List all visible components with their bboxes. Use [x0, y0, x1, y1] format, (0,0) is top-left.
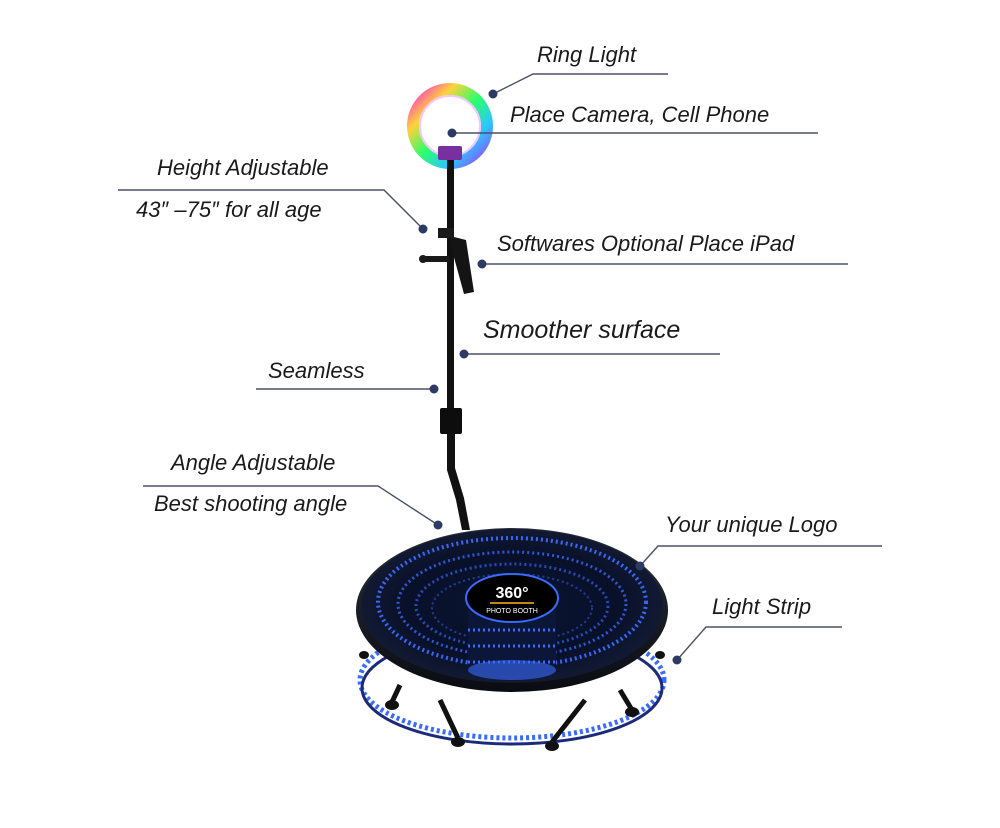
logo-text: PHOTO BOOTH: [486, 608, 538, 615]
callout-dots: [418, 89, 682, 665]
label-place-ipad: Softwares Optional Place iPad: [497, 231, 795, 256]
stand-pole: [419, 160, 474, 530]
label-angle-adjustable: Angle Adjustable: [171, 450, 336, 475]
label-height-adjustable: Height Adjustable: [157, 155, 329, 180]
label-unique-logo: Your unique Logo: [665, 512, 838, 537]
label-place-camera: Place Camera, Cell Phone: [510, 102, 770, 127]
ring-light: [407, 83, 493, 169]
logo-number: 360°: [495, 585, 528, 602]
callout-lines: [118, 73, 882, 661]
label-height-range: 43″ –75″ for all age: [136, 197, 322, 222]
label-seamless: Seamless: [268, 358, 365, 383]
label-best-angle: Best shooting angle: [154, 491, 348, 516]
label-smoother-surface: Smoother surface: [483, 316, 681, 344]
rotating-platform: 360° PHOTO BOOTH: [356, 528, 668, 751]
label-light-strip: Light Strip: [712, 594, 812, 619]
label-ring-light: Ring Light: [537, 42, 637, 67]
